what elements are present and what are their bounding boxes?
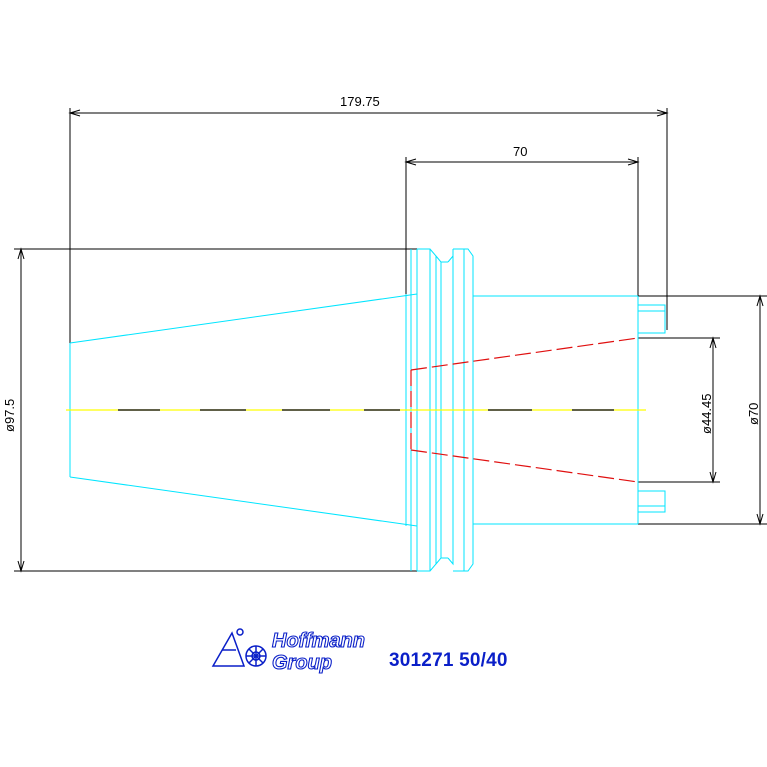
dim-bore-diameter: ø44.45	[699, 394, 714, 434]
dim-shank-diameter: ø70	[746, 403, 761, 425]
hoffmann-logo: Hoffmann Group	[211, 628, 366, 675]
hidden-bore	[410, 337, 639, 483]
logo-line1: Hoffmann	[272, 630, 365, 652]
dimension-lines	[14, 108, 767, 573]
logo-mark-icon	[211, 628, 267, 667]
dim-flange-diameter: ø97.5	[2, 399, 17, 432]
logo-line2: Group	[272, 652, 332, 674]
dim-overall-length: 179.75	[340, 94, 380, 109]
dim-shank-length: 70	[513, 144, 527, 159]
part-number: 301271 50/40	[389, 650, 508, 671]
